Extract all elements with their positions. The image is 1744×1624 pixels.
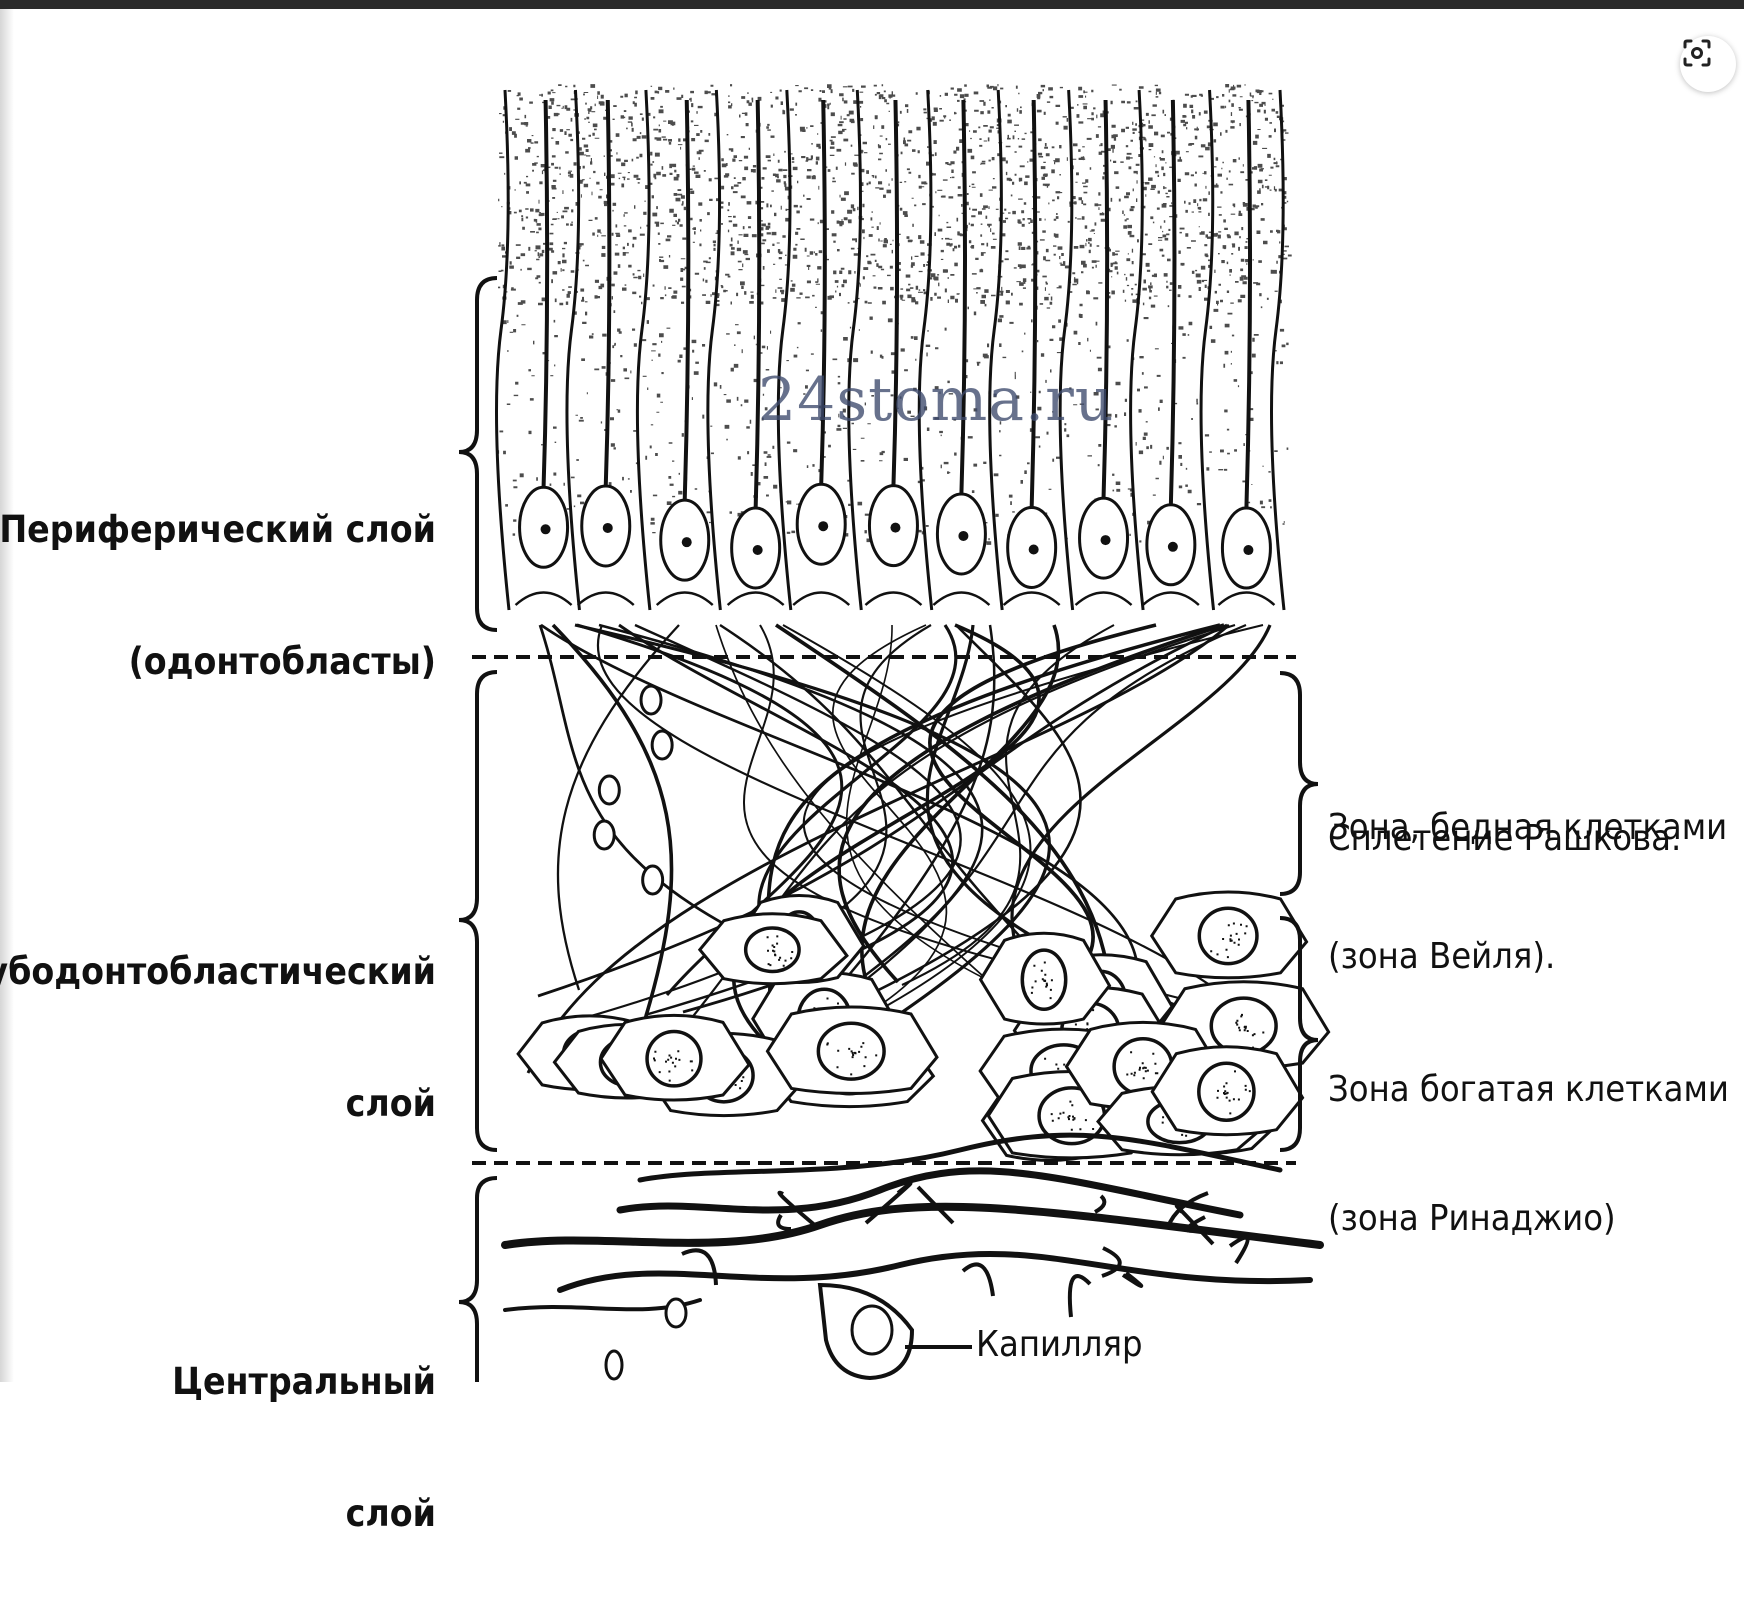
label-raschkow-plexus: Сплетение Рашкова. [1328, 817, 1681, 860]
label-subodontoblastic-layer: Субодонтобластический слой [0, 862, 436, 1214]
label-peripheral-layer: Периферический слой (одонтобласты) [0, 420, 436, 772]
cell-rich-zone-line-2: (зона Ринаджио) [1328, 1197, 1729, 1240]
brace-peripheral [459, 278, 497, 630]
cell-rich-zone-cells [518, 892, 1328, 1160]
brace-subodontoblastic [459, 672, 497, 1150]
visual-search-lens-icon [1680, 36, 1714, 70]
central-line-1: Центральный [172, 1360, 436, 1404]
label-cell-rich-zone: Зона богатая клетками (зона Ринаджио) [1328, 982, 1729, 1326]
peripheral-line-1: Периферический слой [0, 508, 436, 552]
cell-rich-zone-line-1: Зона богатая клетками [1328, 1068, 1729, 1111]
weil-zone-line-2: (зона Вейля). [1328, 935, 1727, 978]
brace-central [459, 1178, 497, 1382]
peripheral-line-2: (одонтобласты) [0, 640, 436, 684]
brace-weil-zone [1280, 673, 1318, 894]
central-line-2: слой [172, 1492, 436, 1536]
label-capillary: Капилляр [976, 1323, 1143, 1366]
subodontoblastic-line-1: Субодонтобластический [0, 950, 436, 994]
capillary-drawing [606, 1285, 912, 1379]
visual-search-lens-button[interactable] [1680, 36, 1736, 92]
diagram-stage: 24stoma.ru Периферический слой (одонтобл… [0, 0, 1744, 1382]
label-central-layer: Центральный слой [172, 1272, 436, 1624]
odontoblast-cells [497, 90, 1285, 610]
watermark-text: 24stoma.ru [758, 365, 1114, 435]
subodontoblastic-line-2: слой [0, 1082, 436, 1126]
